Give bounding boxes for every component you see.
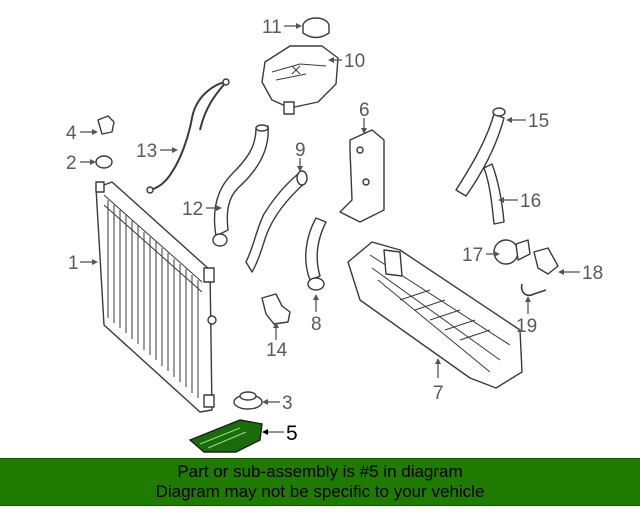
callout-1: 1 <box>68 253 79 274</box>
callout-18: 18 <box>582 263 603 284</box>
bracket-part <box>339 129 385 223</box>
air-guide-part <box>347 241 523 389</box>
clip-19-part <box>520 283 547 297</box>
callout-4: 4 <box>66 123 77 144</box>
part-info-banner: Part or sub-assembly is #5 in diagram Di… <box>0 458 640 506</box>
callout-14: 14 <box>266 340 288 361</box>
callout-10: 10 <box>344 51 365 72</box>
hose-15-part <box>455 107 506 197</box>
banner-line-2: Diagram may not be specific to your vehi… <box>155 482 485 501</box>
callout-3: 3 <box>282 393 293 414</box>
callout-15: 15 <box>528 111 549 132</box>
tank-cap-part <box>302 17 330 39</box>
callout-11: 11 <box>262 17 282 38</box>
radiator-part <box>95 181 217 413</box>
callout-6: 6 <box>359 100 370 121</box>
hose-9-part <box>245 170 308 273</box>
hose-16-part <box>483 163 505 225</box>
callout-7: 7 <box>433 383 444 404</box>
pump-17-part <box>493 239 531 265</box>
banner-line-1: Part or sub-assembly is #5 in diagram <box>177 462 463 481</box>
sensor-4-part <box>97 115 115 135</box>
underbody-panel-5-part <box>188 419 263 453</box>
callout-13: 13 <box>136 141 157 162</box>
callout-19: 19 <box>516 316 537 337</box>
hose-8-part <box>305 217 327 291</box>
cap-3-part <box>233 391 263 410</box>
callout-8: 8 <box>311 314 322 335</box>
hose-12-part <box>212 124 269 247</box>
bracket-18-part <box>533 247 559 275</box>
callout-17: 17 <box>462 245 483 266</box>
connector-14-part <box>261 293 291 325</box>
callout-16: 16 <box>520 191 541 212</box>
callout-5: 5 <box>286 422 298 445</box>
leader-lines <box>80 23 580 435</box>
callout-9: 9 <box>295 140 306 161</box>
expansion-tank-part <box>261 45 339 115</box>
parts-diagram: 1 2 3 4 5 6 7 8 9 10 11 12 13 14 15 16 1… <box>66 17 603 453</box>
callout-12: 12 <box>182 199 203 220</box>
hose-13-part <box>146 78 230 194</box>
plug-2-part <box>95 155 113 169</box>
callout-2: 2 <box>66 153 77 174</box>
